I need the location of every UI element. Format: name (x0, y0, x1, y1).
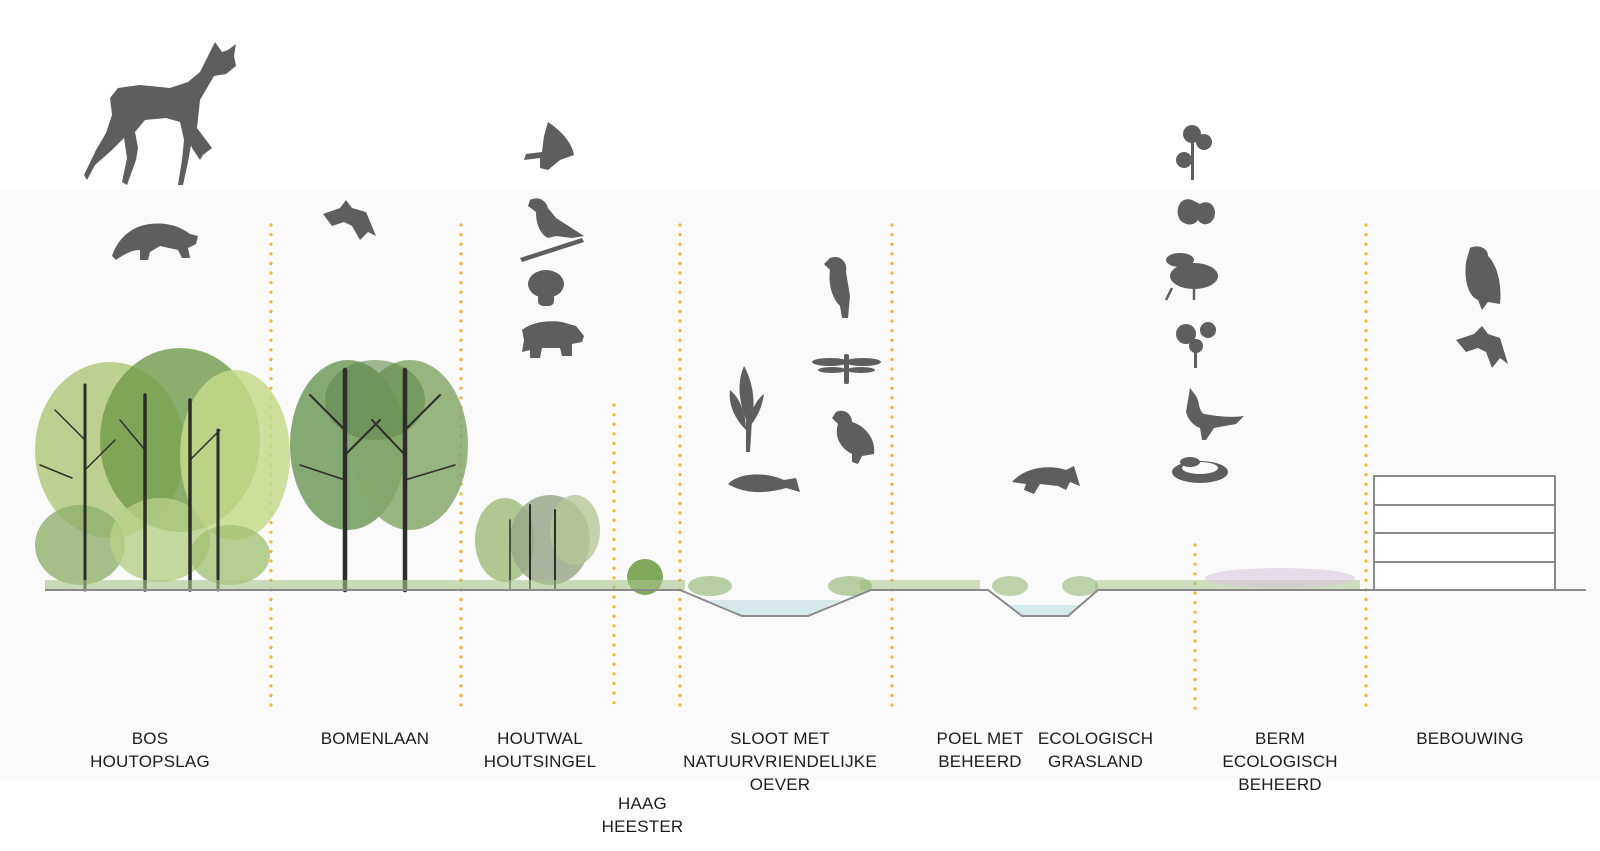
bee-icon (1164, 253, 1218, 301)
bird-icon (824, 256, 850, 318)
snake-icon (1172, 457, 1228, 483)
dragonfly-icon (812, 354, 881, 384)
wildflower-icon (1176, 322, 1216, 368)
mushroom-icon (528, 270, 564, 306)
zone-label-bomenlaan: BOMENLAAN (320, 729, 430, 748)
moth-icon (1177, 199, 1216, 225)
clover-icon (1176, 125, 1212, 180)
avenue-trees (290, 360, 468, 593)
songbird-icon (520, 198, 584, 262)
zone-label-haag: HAAG HEESTER (601, 794, 684, 836)
grass-strip (45, 568, 1360, 596)
deer-icon (84, 42, 236, 185)
hedgerow-shrubs (475, 495, 600, 591)
zone-label-houtwal: HOUTWAL HOUTSINGEL (483, 729, 597, 771)
partridge-icon (832, 410, 875, 464)
owl-icon (1465, 246, 1501, 310)
building-outline (1373, 475, 1556, 591)
bat-icon (1456, 326, 1508, 368)
badger-icon (522, 321, 584, 358)
zone-label-poel: POEL MET BEHEERD (936, 729, 1024, 771)
zone-label-sloot: SLOOT MET NATUURVRIENDELIJKE OEVER (683, 729, 877, 794)
marten-icon (112, 223, 198, 260)
zone-label-berm: BERM ECOLOGISCH BEHEERD (1222, 729, 1338, 794)
bat-icon (323, 200, 376, 240)
fish-icon (728, 474, 800, 493)
zone-label-bebouwing: BEBOUWING (1416, 729, 1524, 748)
zone-label-grasland: ECOLOGISCH GRASLAND (1037, 729, 1154, 771)
lapwing-icon (1186, 388, 1244, 440)
newt-icon (1012, 466, 1080, 494)
water-plant-icon (729, 366, 764, 452)
ditch-water (708, 600, 842, 615)
zone-label-bos: BOS HOUTOPSLAG (90, 729, 210, 771)
ground-profile (45, 589, 1586, 617)
zone-dividers (269, 223, 1368, 714)
forest-trees (35, 348, 290, 592)
pond-water (1010, 605, 1082, 615)
butterfly-icon (524, 122, 574, 170)
